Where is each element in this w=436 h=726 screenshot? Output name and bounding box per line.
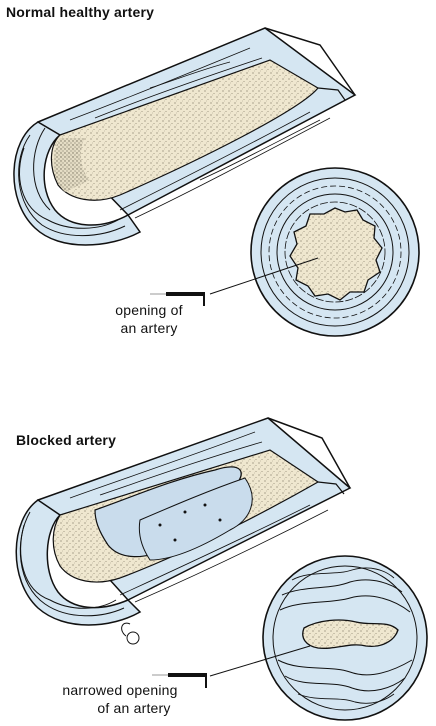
blocked-artery-title: Blocked artery	[16, 432, 116, 449]
narrowed-opening-caption-line1: narrowed opening	[30, 682, 210, 699]
normal-artery-title: Normal healthy artery	[6, 4, 154, 21]
normal-opening-caption-line1: opening of	[84, 302, 214, 319]
normal-opening-caption-line2: an artery	[84, 320, 214, 337]
narrowed-opening-caption-line2: of an artery	[44, 700, 224, 717]
